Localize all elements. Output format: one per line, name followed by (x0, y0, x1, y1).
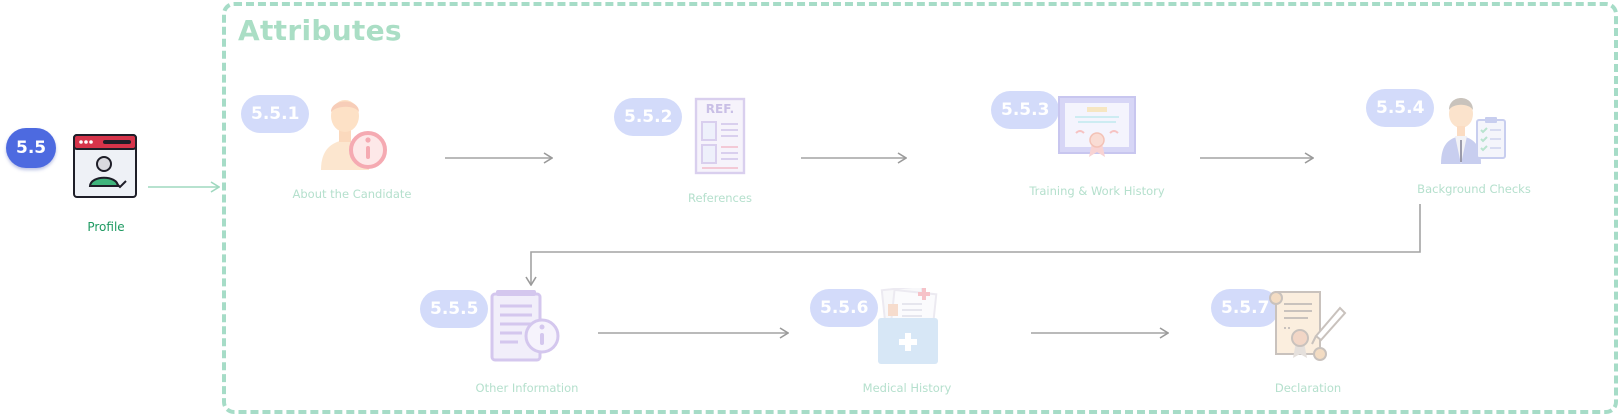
medical-folder-icon[interactable] (876, 284, 940, 370)
step-label-other-information: Other Information (475, 381, 579, 395)
step-label-references: References (688, 191, 752, 205)
step-badge-5-5-2: 5.5.2 (614, 98, 683, 136)
profile-label: Profile (87, 220, 125, 234)
step-badge-5-5-5: 5.5.5 (420, 290, 489, 328)
svg-text:REF.: REF. (706, 102, 734, 116)
profile-badge: 5.5 (6, 128, 57, 168)
step-badge-5-5-7: 5.5.7 (1211, 289, 1280, 327)
step-badge-5-5-1: 5.5.1 (241, 95, 310, 133)
step-badge-5-5-6: 5.5.6 (810, 289, 879, 327)
person-info-icon[interactable] (315, 94, 391, 174)
info-document-icon[interactable] (490, 290, 562, 368)
scroll-quill-icon[interactable] (1268, 290, 1348, 366)
step-badge-5-5-4: 5.5.4 (1366, 89, 1435, 127)
profile-window-icon[interactable] (73, 134, 137, 202)
step-label-declaration: Declaration (1274, 381, 1342, 395)
reference-document-icon[interactable]: REF. (694, 97, 746, 179)
arrow-4-5 (531, 204, 1421, 285)
attributes-title: Attributes (238, 14, 402, 47)
certificate-icon[interactable] (1058, 96, 1136, 164)
step-badge-5-5-3: 5.5.3 (991, 91, 1060, 129)
step-label-background-checks: Background Checks (1417, 182, 1531, 196)
checklist-person-icon[interactable] (1437, 90, 1509, 168)
step-label-medical-history: Medical History (862, 381, 952, 395)
step-label-about-the-candidate: About the Candidate (292, 187, 412, 201)
attributes-group-frame (222, 2, 1618, 414)
step-label-training-work-history: Training & Work History (1029, 184, 1165, 198)
